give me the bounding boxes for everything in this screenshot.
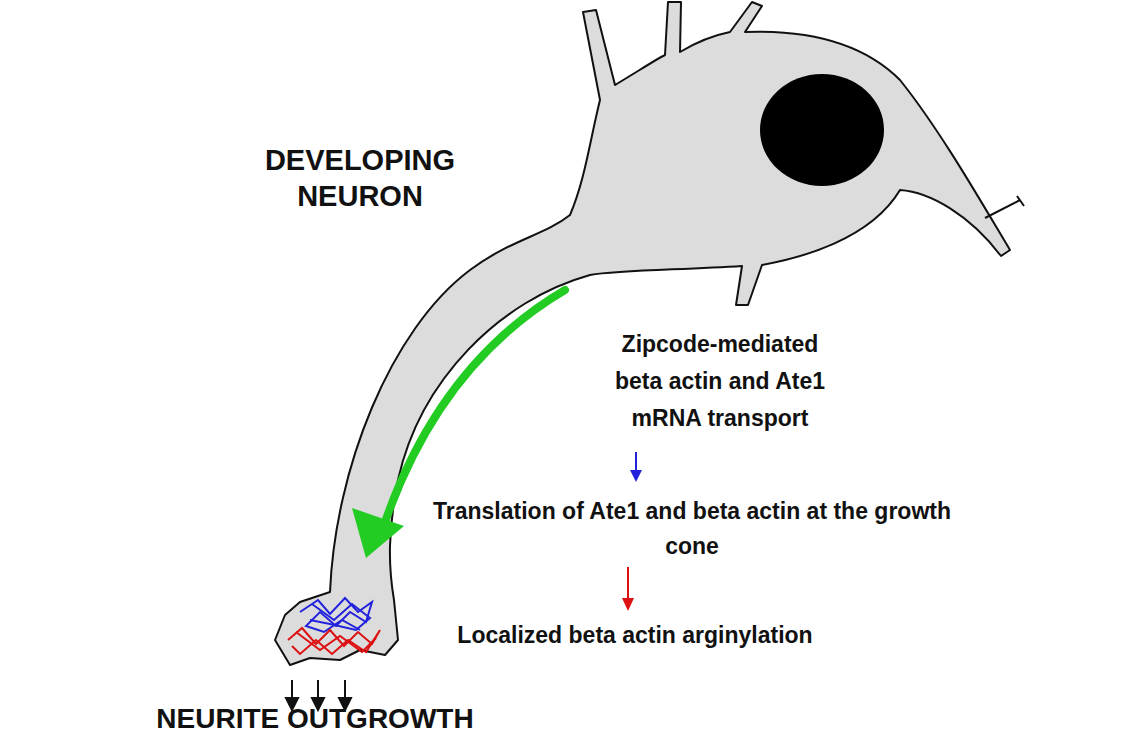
neuron-outline bbox=[275, 2, 1010, 665]
label-text: Localized beta actin arginylation bbox=[390, 620, 880, 650]
beta-actin-tangle bbox=[300, 598, 372, 632]
label-text: DEVELOPING NEURON bbox=[230, 142, 490, 214]
transport-arrow bbox=[384, 290, 565, 525]
label-text: Zipcode-mediated beta actin and Ate1 mRN… bbox=[595, 326, 845, 437]
dendrite-branch bbox=[985, 196, 1024, 218]
transport-arrowhead bbox=[352, 508, 404, 558]
label-text: NEURITE OUTGROWTH bbox=[140, 702, 490, 736]
label-text: Translation of Ate1 and beta actin at th… bbox=[412, 494, 972, 564]
beta-actin-tangle bbox=[310, 604, 370, 630]
step-arrowhead bbox=[622, 598, 634, 611]
step-arrowhead bbox=[630, 470, 642, 482]
step-arrow bbox=[627, 567, 629, 602]
nucleus bbox=[760, 74, 884, 186]
arginylated-actin-tangle bbox=[296, 632, 376, 652]
arginylated-actin-tangle bbox=[288, 628, 380, 654]
